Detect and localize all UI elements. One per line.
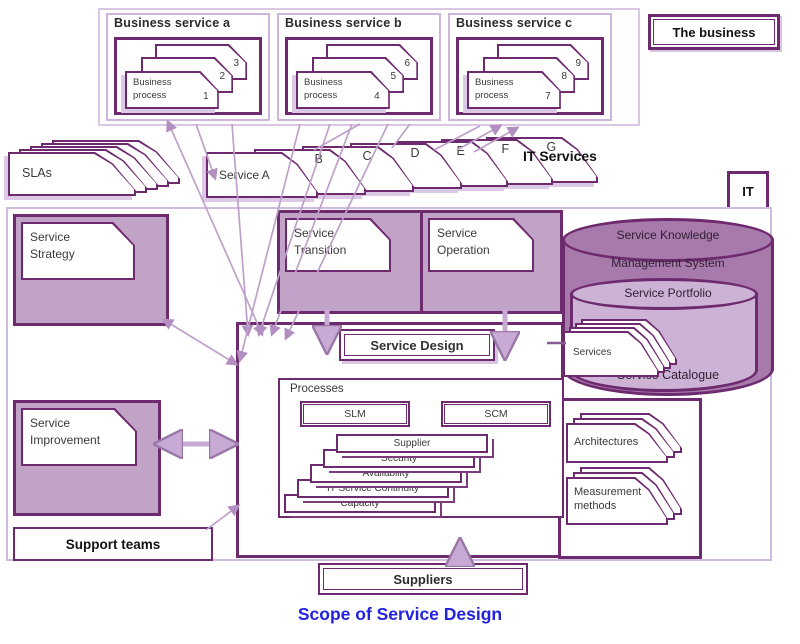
service-strategy-panel: Service Strategy bbox=[13, 214, 169, 326]
service-transition-folder: Service Transition bbox=[285, 218, 391, 272]
skms-top-ellipse bbox=[562, 218, 774, 262]
suppliers-box: Suppliers bbox=[318, 563, 528, 595]
the-business-label: The business bbox=[672, 24, 756, 40]
portfolio-top-ellipse bbox=[570, 278, 758, 310]
business-service-c-title: Business service c bbox=[456, 16, 573, 30]
service-letter: D bbox=[410, 146, 420, 160]
it-label: IT bbox=[742, 183, 754, 199]
service-operation-folder: Service Operation bbox=[428, 218, 534, 272]
services-card-front: Services bbox=[563, 331, 659, 377]
service-improvement-folder: Service Improvement bbox=[21, 408, 137, 466]
business-service-a-inner: 3 2 Business process 1 bbox=[114, 37, 262, 115]
process-number: 3 bbox=[233, 57, 239, 69]
service-letter: E bbox=[456, 144, 465, 158]
process-label: Business process bbox=[475, 77, 514, 102]
process-number: 5 bbox=[390, 70, 396, 82]
architectures-card-front: Architectures bbox=[566, 423, 668, 463]
process-number: 9 bbox=[575, 57, 581, 69]
capacity-box: Capacity bbox=[284, 494, 436, 513]
process-number: 8 bbox=[561, 70, 567, 82]
service-a-label: Service A bbox=[219, 168, 270, 182]
service-improvement-label: Service Improvement bbox=[30, 416, 101, 447]
process-number: 6 bbox=[404, 57, 410, 69]
it-service-continuity-label: IT Service Continuity bbox=[326, 483, 420, 494]
it-box: IT bbox=[727, 171, 769, 211]
sla-card-front: SLAs bbox=[4, 152, 136, 200]
business-service-c-group: Business service c 9 8 Business process … bbox=[448, 13, 612, 121]
service-improvement-panel: Service Improvement bbox=[13, 400, 161, 516]
service-design-title: Service Design bbox=[370, 337, 464, 353]
business-service-b-group: Business service b 6 5 Business process … bbox=[277, 13, 441, 121]
scm-box: SCM bbox=[441, 401, 551, 427]
support-teams-box: Support teams bbox=[13, 527, 213, 561]
service-design-title-box: Service Design bbox=[339, 329, 495, 361]
process-number: 2 bbox=[219, 70, 225, 82]
diagram-caption: Scope of Service Design bbox=[297, 604, 503, 624]
business-service-a-title: Business service a bbox=[114, 16, 231, 30]
slm-box: SLM bbox=[300, 401, 410, 427]
process-number: 7 bbox=[545, 90, 551, 102]
suppliers-label: Suppliers bbox=[393, 571, 453, 587]
measurement-methods-label: Measurement methods bbox=[574, 486, 642, 513]
process-number: 1 bbox=[203, 90, 209, 102]
availability-label: Availability bbox=[362, 468, 410, 479]
slas-label: SLAs bbox=[22, 166, 52, 180]
business-process-card: Business process 7 bbox=[463, 71, 569, 113]
architectures-label: Architectures bbox=[574, 436, 639, 448]
capacity-label: Capacity bbox=[340, 498, 380, 509]
process-label: Business process bbox=[133, 77, 172, 102]
service-card-a: Service A bbox=[202, 152, 318, 202]
supplier-label: Supplier bbox=[393, 438, 431, 449]
service-transition-label: Service Transition bbox=[294, 226, 347, 257]
business-service-a-group: Business service a 3 2 Business process … bbox=[106, 13, 270, 121]
business-service-c-inner: 9 8 Business process 7 bbox=[456, 37, 604, 115]
support-teams-label: Support teams bbox=[65, 536, 161, 552]
supplier-box: Supplier bbox=[336, 434, 488, 453]
service-portfolio-label: Service Portfolio bbox=[624, 286, 712, 300]
service-operation-label: Service Operation bbox=[437, 226, 490, 257]
business-process-card: Business process 1 bbox=[121, 71, 227, 113]
skms-cylinder: Service Knowledge Management System Serv… bbox=[562, 218, 774, 410]
scm-label: SCM bbox=[484, 408, 508, 420]
processes-label: Processes bbox=[290, 383, 344, 395]
service-strategy-label: Service Strategy bbox=[30, 230, 75, 261]
service-operation-panel: Service Operation bbox=[420, 210, 563, 314]
the-business-box: The business bbox=[648, 14, 780, 50]
process-label: Business process bbox=[304, 77, 343, 102]
security-label: Security bbox=[380, 453, 418, 464]
business-service-b-title: Business service b bbox=[285, 16, 402, 30]
services-label: Services bbox=[573, 347, 612, 358]
service-letter: G bbox=[546, 140, 557, 154]
business-service-b-inner: 6 5 Business process 4 bbox=[285, 37, 433, 115]
process-number: 4 bbox=[374, 90, 380, 102]
skms-title-line2: Management System bbox=[611, 256, 725, 270]
slm-label: SLM bbox=[344, 408, 366, 420]
service-strategy-folder: Service Strategy bbox=[21, 222, 135, 280]
measurement-card-front: Measurement methods bbox=[566, 477, 668, 525]
it-services-label: IT Services bbox=[523, 148, 597, 164]
service-transition-panel: Service Transition bbox=[277, 210, 423, 314]
skms-title-line1: Service Knowledge bbox=[616, 228, 720, 242]
business-process-card: Business process 4 bbox=[292, 71, 398, 113]
